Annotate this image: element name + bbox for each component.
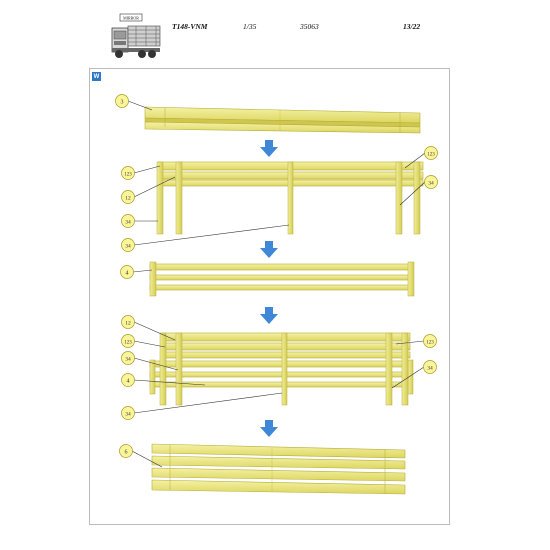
callout-part-34-right: 34 — [424, 175, 438, 189]
svg-text:34: 34 — [427, 365, 433, 371]
svg-text:123: 123 — [124, 172, 132, 177]
svg-text:12: 12 — [125, 195, 131, 201]
svg-text:123: 123 — [124, 340, 132, 345]
callout-part-123-assembly-right: 123 — [423, 334, 437, 348]
svg-text:34: 34 — [125, 411, 131, 417]
callout-part-6: 6 — [119, 444, 133, 458]
leader-lines — [127, 100, 426, 468]
svg-text:34: 34 — [125, 219, 131, 225]
model-name: T148-VNM — [172, 22, 208, 31]
step-arrow-3 — [260, 307, 278, 324]
part-6-rails — [151, 443, 406, 495]
page-number: 13/22 — [403, 22, 421, 31]
part-3-rails — [144, 106, 421, 134]
part-4-rails — [149, 261, 415, 297]
callout-part-3: 3 — [115, 94, 129, 108]
callout-part-123-assembly-left: 123 — [121, 334, 135, 348]
svg-text:12: 12 — [125, 320, 131, 326]
callout-part-123-right: 123 — [424, 146, 438, 160]
svg-text:123: 123 — [426, 340, 434, 345]
step-arrow-2 — [260, 241, 278, 258]
callout-part-34-assembly-center: 34 — [121, 406, 135, 420]
callout-part-12-left: 12 — [121, 190, 135, 204]
callout-part-4-assembly: 4 — [121, 373, 135, 387]
callout-part-34-assembly-left: 34 — [121, 351, 135, 365]
scale-label: 1/35 — [243, 22, 257, 31]
rack-frame-posts — [156, 161, 424, 235]
callout-part-34-left: 34 — [121, 214, 135, 228]
callout-part-12-assembly: 12 — [121, 315, 135, 329]
callout-part-4: 4 — [120, 265, 134, 279]
svg-text:6: 6 — [125, 449, 128, 455]
svg-text:34: 34 — [428, 180, 434, 186]
kit-code: 35063 — [300, 22, 319, 31]
svg-text:MIRROR: MIRROR — [123, 16, 139, 21]
combined-rack-assembly — [149, 332, 414, 406]
truck-thumbnail-image: MIRROR — [106, 12, 164, 62]
callout-part-34-center: 34 — [121, 238, 135, 252]
svg-text:34: 34 — [125, 243, 131, 249]
step-badge: W — [92, 72, 101, 81]
svg-text:4: 4 — [126, 270, 129, 276]
svg-text:4: 4 — [127, 378, 130, 384]
svg-text:3: 3 — [121, 100, 124, 106]
callout-part-34-assembly-right: 34 — [423, 360, 437, 374]
page-header: MIRROR T148-VNM 1/35 35063 13/22 — [0, 0, 550, 66]
svg-text:34: 34 — [125, 356, 131, 362]
step-arrow-4 — [260, 420, 278, 437]
step-arrow-1 — [260, 140, 278, 157]
svg-text:123: 123 — [427, 152, 435, 157]
callout-part-123-left: 123 — [121, 166, 135, 180]
